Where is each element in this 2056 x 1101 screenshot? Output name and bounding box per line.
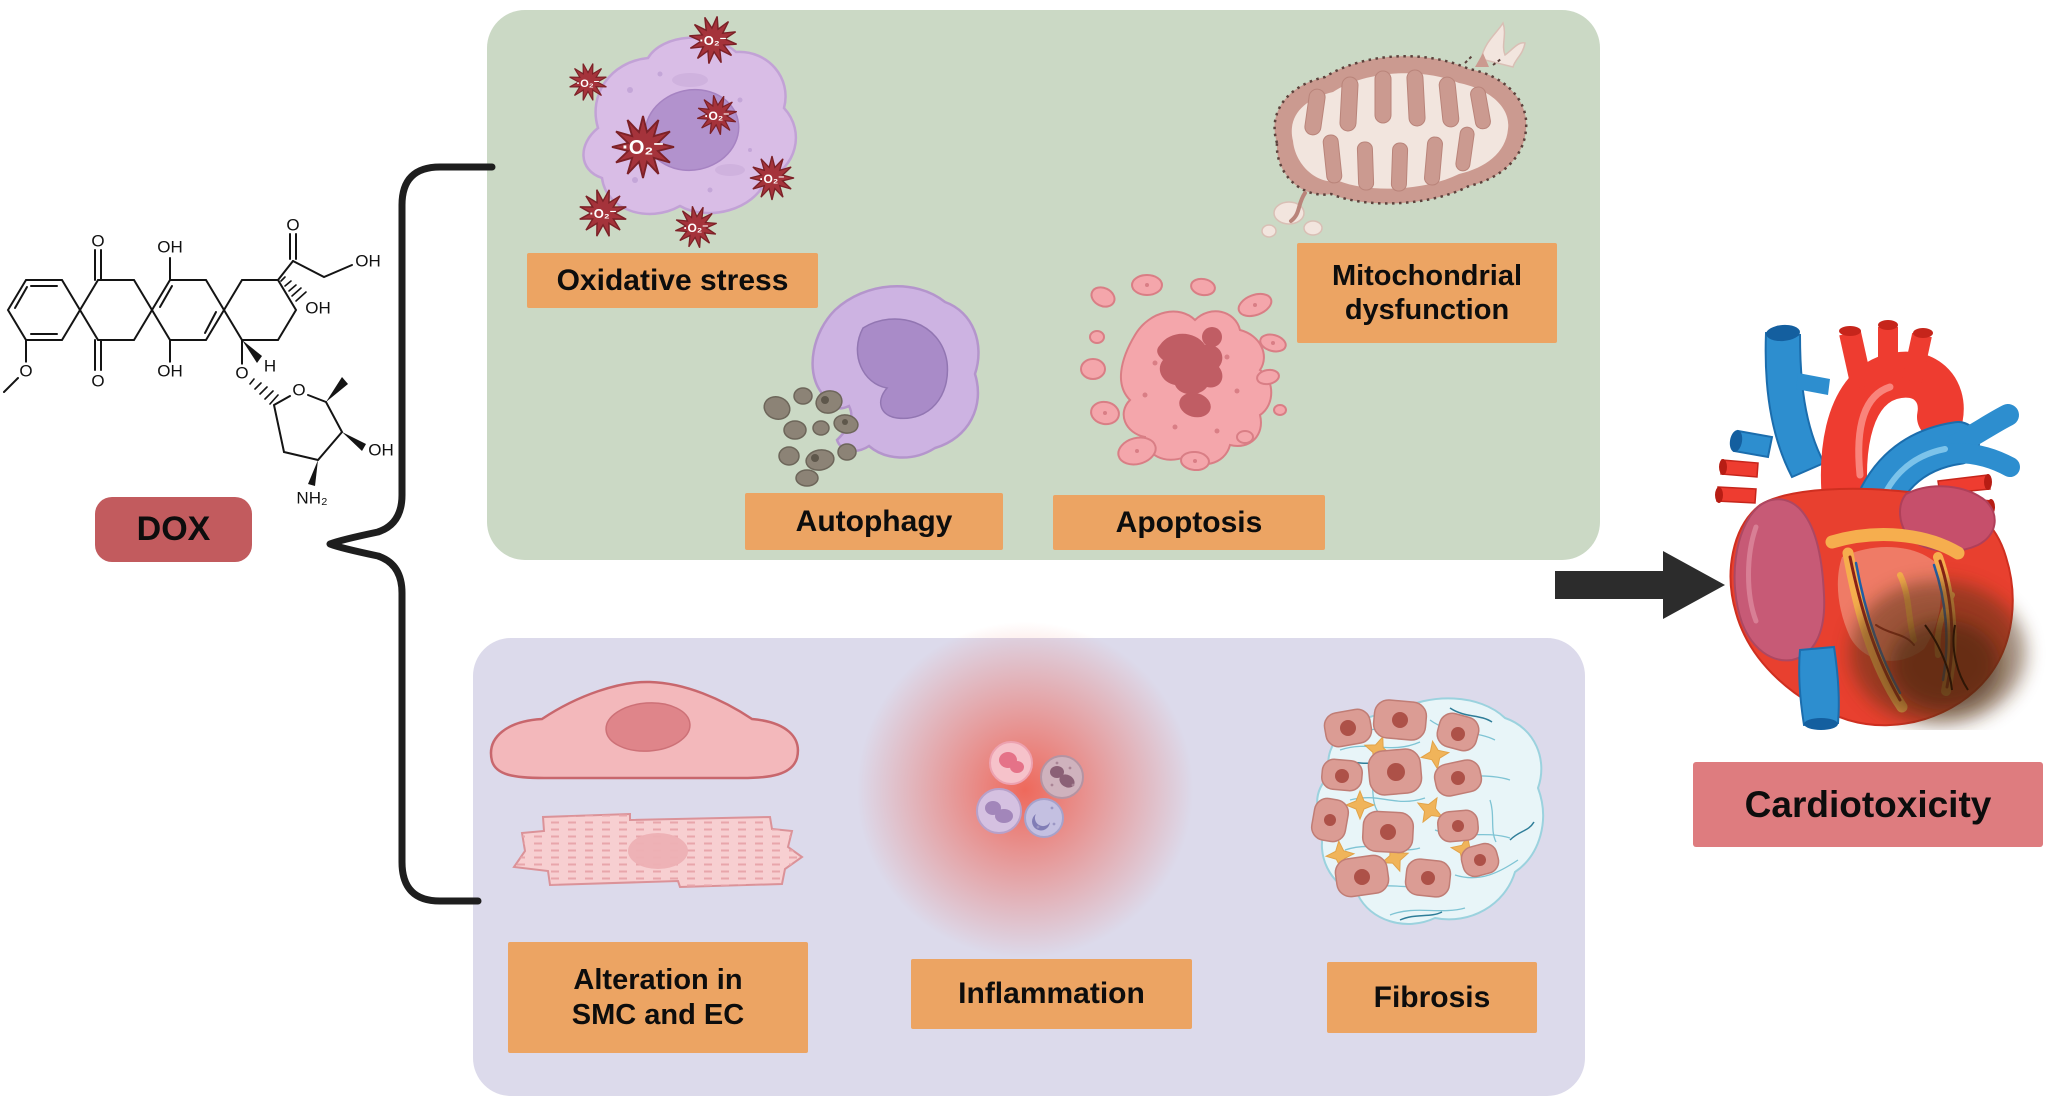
autophagy-cell-illustration (763, 285, 980, 487)
membrane-fragments (1261, 21, 1526, 238)
fibrosis-label-text: Fibrosis (1373, 980, 1491, 1014)
atom-label: O (292, 380, 305, 399)
atom-label: OH (305, 298, 331, 317)
atom-label: OH (355, 251, 381, 270)
arrow-to-heart (1555, 551, 1725, 619)
endothelial-and-smooth-muscle-cell-illustration (489, 680, 804, 889)
atom-label: NH₂ (296, 488, 327, 507)
autophagy-label: Autophagy (745, 493, 1003, 550)
inflammation-label: Inflammation (911, 959, 1192, 1029)
ros-label: ·O₂⁻ (705, 109, 730, 123)
infarct-damage (1850, 581, 2026, 725)
apoptosis-label-text: Apoptosis (1115, 505, 1263, 539)
atom-label: OH (157, 361, 183, 380)
mitochondrial-dysfunction-label-text: Mitochondrial dysfunction (1331, 259, 1523, 326)
ros-label: ·O₂⁻ (622, 137, 664, 159)
alteration-smc-ec-label-text: Alteration in SMC and EC (571, 964, 745, 1031)
atom-label: O (286, 215, 299, 234)
brace-connector (326, 163, 496, 905)
atom-label: O (235, 363, 248, 382)
dox-label-text: DOX (136, 510, 211, 549)
atom-label: O (91, 371, 104, 390)
oxidative-stress-label-text: Oxidative stress (556, 263, 789, 297)
ros-label: ·O₂⁻ (589, 206, 616, 221)
autophagy-label-text: Autophagy (795, 504, 953, 538)
apoptosis-label: Apoptosis (1053, 495, 1325, 550)
alteration-smc-ec-label: Alteration in SMC and EC (508, 942, 808, 1053)
nuclear-fragments (1157, 327, 1223, 418)
cell-nucleus (856, 318, 949, 420)
atom-label: O (19, 361, 32, 380)
fibrosis-label: Fibrosis (1327, 962, 1537, 1033)
doxorubicin-structure: O OH O OH OH H O OH O O O OH NH₂ (3, 213, 396, 510)
ros-radicals: ·O₂⁻ ·O₂⁻ ·O₂⁻ ·O₂⁻ ·O₂⁻ ·O₂⁻ ·O₂⁻ (564, 11, 795, 252)
engulfed-debris (763, 387, 859, 487)
dox-label: DOX (95, 497, 252, 562)
mitochondrial-dysfunction-label: Mitochondrial dysfunction (1297, 243, 1557, 343)
ros-label: ·O₂⁻ (577, 78, 600, 90)
inflammation-glow (855, 620, 1195, 960)
ros-label: ·O₂⁻ (699, 33, 726, 48)
atom-label: OH (368, 440, 394, 459)
apoptosis-cell-illustration (1080, 274, 1287, 472)
inflammation-cells-illustration (976, 741, 1084, 838)
cardiotoxicity-label: Cardiotoxicity (1693, 762, 2043, 847)
ros-label: ·O₂⁻ (760, 172, 785, 186)
ros-label: ·O₂⁻ (684, 221, 709, 235)
cell-nucleus (628, 833, 688, 869)
heart-illustration (1715, 320, 2026, 730)
atom-label: OH (157, 237, 183, 256)
oxidative-stress-label: Oxidative stress (527, 253, 818, 308)
cardiotoxicity-label-text: Cardiotoxicity (1744, 783, 1992, 825)
cell-nucleus (605, 702, 691, 752)
fibrosis-tissue-illustration (1310, 697, 1545, 925)
oxidative-stress-cell-illustration: ·O₂⁻ ·O₂⁻ ·O₂⁻ ·O₂⁻ ·O₂⁻ ·O₂⁻ ·O₂⁻ (564, 11, 798, 252)
atom-label: H (264, 356, 276, 375)
mitochondria-illustration (1261, 21, 1528, 238)
inflammation-label-text: Inflammation (958, 977, 1145, 1011)
atom-label: O (91, 231, 104, 250)
cell-nuclei (1324, 712, 1486, 885)
cristae (1304, 69, 1491, 192)
